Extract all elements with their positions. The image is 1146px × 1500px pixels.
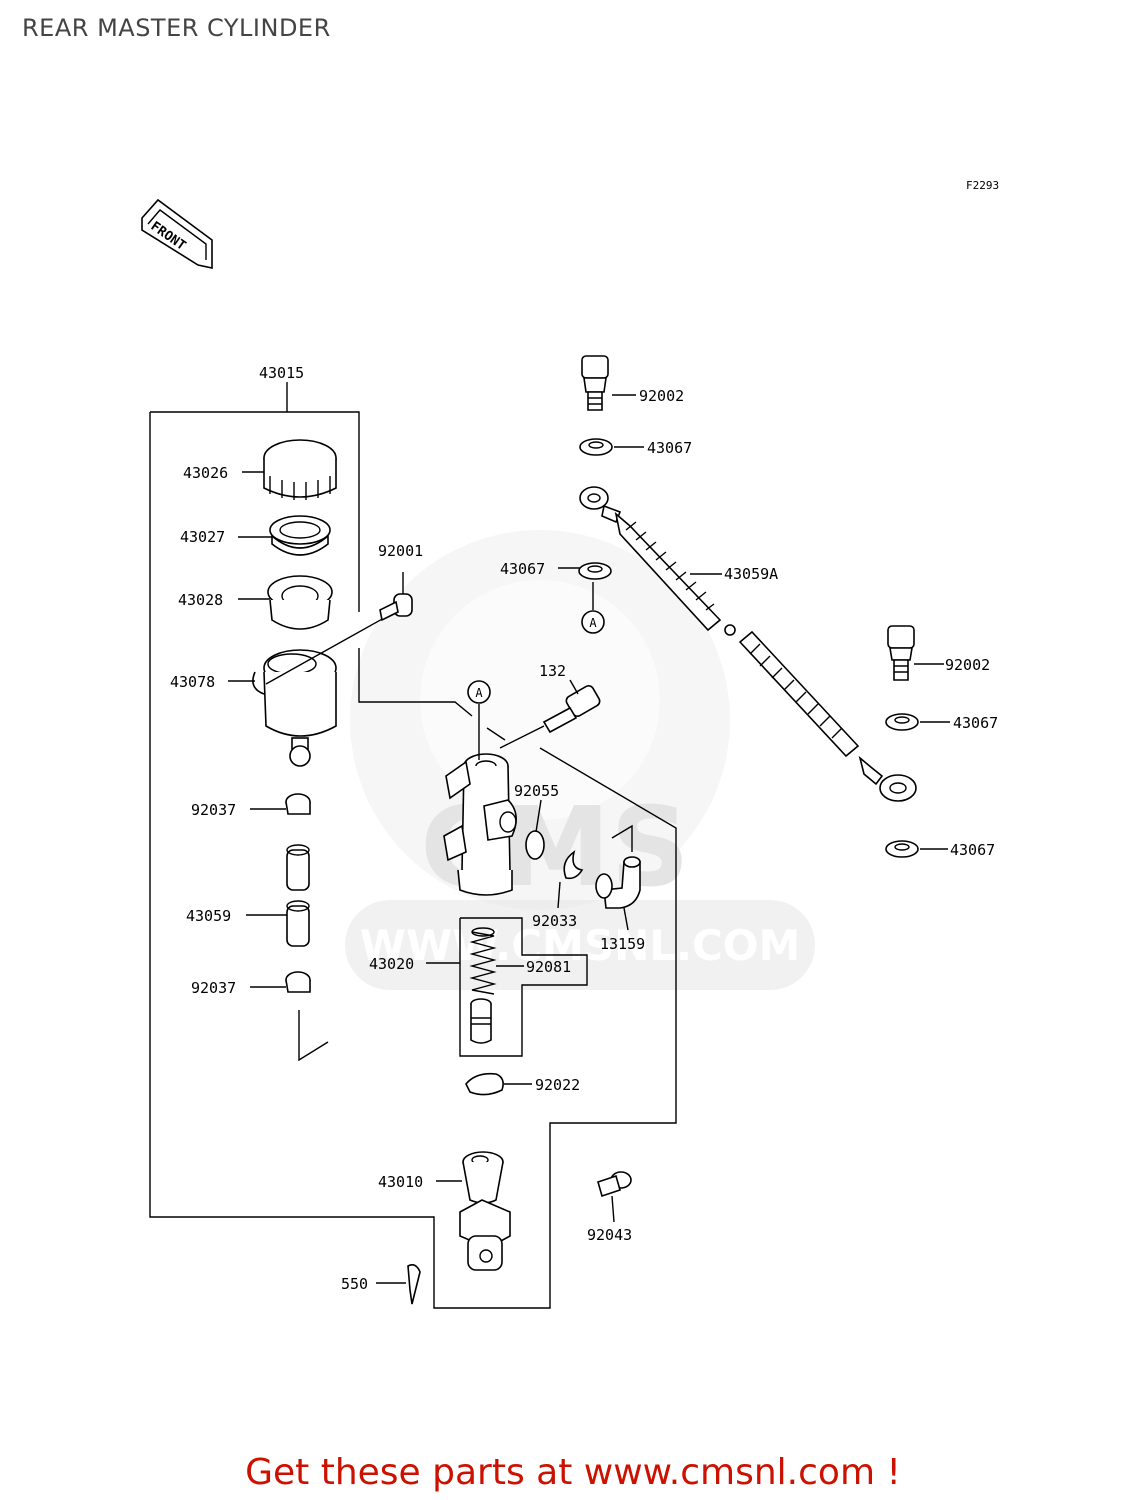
washer-part [578,438,919,858]
callout-label: 43010 [378,1173,423,1191]
callout-label: 43015 [259,364,304,382]
hose-43059-part [286,844,310,947]
callout-label: 13159 [600,935,645,953]
plate-part [267,575,333,630]
watermark-url: WWW.CMSNL.COM [360,921,801,970]
watermark: CMS WWW.CMSNL.COM [345,530,815,990]
callout-label: 43067 [647,439,692,457]
callout-label: 92001 [378,542,423,560]
diaphragm-part [269,515,331,556]
callout-label: 43027 [180,528,225,546]
pin-part [597,1171,632,1223]
assembly-outline-43015 [149,382,677,1309]
brake-hose-part [579,486,917,802]
reservoir-part [252,617,385,767]
banjo-bolt-right-part [887,625,915,681]
clamp-top-part [285,793,311,815]
svg-text:A: A [589,616,597,630]
reservoir-cap-part [263,439,337,500]
leader-lines [228,394,950,1284]
callout-label: 43059 [186,907,231,925]
callout-label: 43067 [500,560,545,578]
piston-part [470,998,492,1044]
reference-marker-a: A [581,582,605,634]
o-ring-part [525,830,545,860]
callout-label: 43026 [183,464,228,482]
page-title: REAR MASTER CYLINDER [22,14,331,42]
screw-92001-part [379,572,413,622]
callout-label: 92002 [639,387,684,405]
callout-label: 92037 [191,979,236,997]
svg-text:A: A [475,686,483,700]
callout-labels: 43015 43026 43027 43028 43078 92001 9203… [170,364,998,1293]
callout-label: 92022 [535,1076,580,1094]
circlip-92033-part [563,850,584,880]
callout-label: 43067 [950,841,995,859]
callout-label: 92033 [532,912,577,930]
callout-label: 132 [539,662,566,680]
elbow-fitting-part [595,824,641,931]
spring-part [469,927,497,995]
master-cylinder-body [443,753,517,896]
banjo-bolt-top-part [581,355,609,411]
callout-label: 43059A [724,565,778,583]
front-arrow-icon: FRONT [141,198,213,269]
callout-label: 43028 [178,591,223,609]
callout-label: 92037 [191,801,236,819]
callout-label: 92055 [514,782,559,800]
callout-label: 43020 [369,955,414,973]
assembly-outline-43020 [459,917,588,1057]
reference-marker-a: A [467,680,491,760]
cotter-pin-part [407,1264,421,1305]
hose-continuation-mark [298,1010,329,1062]
circlip-92022-part [465,1072,504,1096]
callout-label: 92081 [526,958,571,976]
callout-label: 92043 [587,1226,632,1244]
footer-link-text[interactable]: Get these parts at www.cmsnl.com ! [245,1452,901,1493]
clamp-bottom-part [285,971,311,993]
bolt-132-part [499,679,601,749]
callout-label: 92002 [945,656,990,674]
push-rod-part [459,1151,511,1271]
callout-label: 550 [341,1275,368,1293]
callout-label: 43078 [170,673,215,691]
callout-label: 43067 [953,714,998,732]
figure-code: F2293 [966,179,999,192]
